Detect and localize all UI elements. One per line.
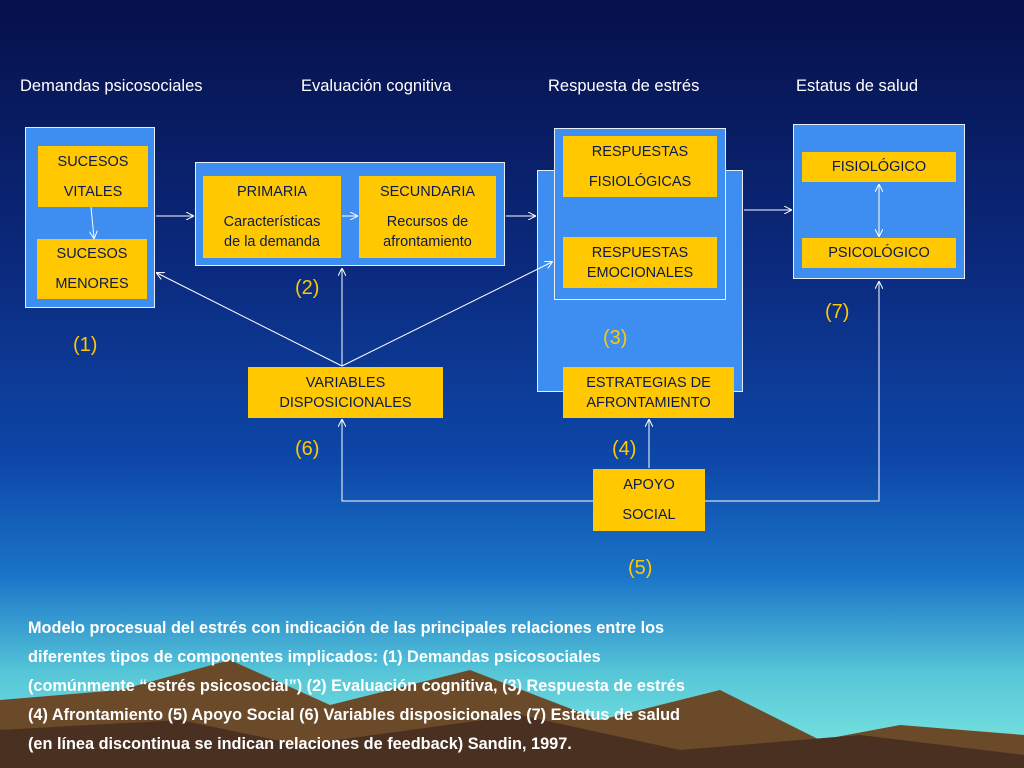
header-estatus: Estatus de salud [796,77,918,95]
caption-line: (comúnmente “estrés psicosocial”) (2) Ev… [28,677,685,695]
caption-line: diferentes tipos de componentes implicad… [28,648,601,666]
header-evaluacion: Evaluación cognitiva [301,77,452,95]
label-n5: (5) [628,557,653,579]
caption-line: (4) Afrontamiento (5) Apoyo Social (6) V… [28,706,680,724]
header-demandas: Demandas psicosociales [20,77,203,95]
label-n7: (7) [825,301,850,323]
box-psicologico: PSICOLÓGICO [802,238,956,268]
box-fisiologico: FISIOLÓGICO [802,152,956,182]
label-n2: (2) [295,277,320,299]
caption-line: Modelo procesual del estrés con indicaci… [28,619,665,637]
header-respuesta: Respuesta de estrés [548,77,700,95]
caption-line: (en línea discontinua se indican relacio… [28,735,572,753]
label-n3: (3) [603,327,628,349]
figure-caption: Modelo procesual del estrés con indicaci… [28,614,848,759]
label-n6: (6) [295,438,320,460]
label-n1: (1) [73,334,98,356]
label-n4: (4) [612,438,637,460]
